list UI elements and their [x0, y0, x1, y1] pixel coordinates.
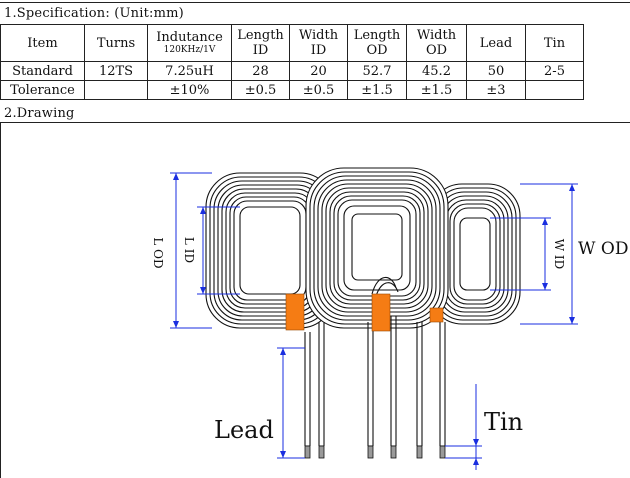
table-cell: ±0.5 [231, 80, 290, 100]
table-row-tolerance: Tolerance ±10% ±0.5 ±0.5 ±1.5 ±1.5 ±3 [0, 80, 584, 100]
drawing-top-rule [0, 122, 630, 123]
table-cell: 2-5 [525, 61, 584, 81]
label-tin: Tin [484, 408, 523, 436]
table-cell [525, 80, 584, 100]
label-w-od: W OD [578, 239, 628, 259]
header-cell: Lead [466, 24, 526, 62]
table-cell: 7.25uH [147, 61, 232, 81]
label-w-id: W ID [552, 239, 566, 270]
header-cell: Tin [525, 24, 584, 62]
tin-tips [304, 445, 446, 459]
table-cell: 28 [231, 61, 290, 81]
top-border [0, 2, 630, 3]
table-cell: Standard [0, 61, 85, 81]
table-cell: ±1.5 [347, 80, 407, 100]
coil-leads [304, 316, 446, 447]
table-cell: ±3 [466, 80, 526, 100]
insulation-tape [285, 293, 444, 332]
label-l-od: L OD [151, 237, 165, 268]
table-cell: 50 [466, 61, 526, 81]
coil-drawing: L OD L ID W ID W OD Lead Tin [151, 167, 628, 470]
table-cell: 52.7 [347, 61, 407, 81]
drawing-section-title: 2.Drawing [4, 106, 75, 121]
spec-section-title: 1.Specification: (Unit:mm) [4, 6, 184, 21]
table-row-standard: Standard 12TS 7.25uH 28 20 52.7 45.2 50 … [0, 61, 584, 81]
table-cell: 20 [289, 61, 348, 81]
label-lead: Lead [214, 416, 274, 444]
table-cell: 45.2 [406, 61, 467, 81]
table-cell [84, 80, 148, 100]
table-cell: ±0.5 [289, 80, 348, 100]
drawing-left-border [0, 122, 1, 478]
header-cell: Item [0, 24, 85, 62]
dimension-lines [170, 172, 578, 470]
label-l-id: L ID [182, 237, 196, 263]
table-cell: 12TS [84, 61, 148, 81]
table-cell: Tolerance [0, 80, 85, 100]
dimension-arrows [173, 173, 575, 465]
table-cell: ±10% [147, 80, 232, 100]
table-cell: ±1.5 [406, 80, 467, 100]
header-cell: Turns [84, 24, 148, 62]
